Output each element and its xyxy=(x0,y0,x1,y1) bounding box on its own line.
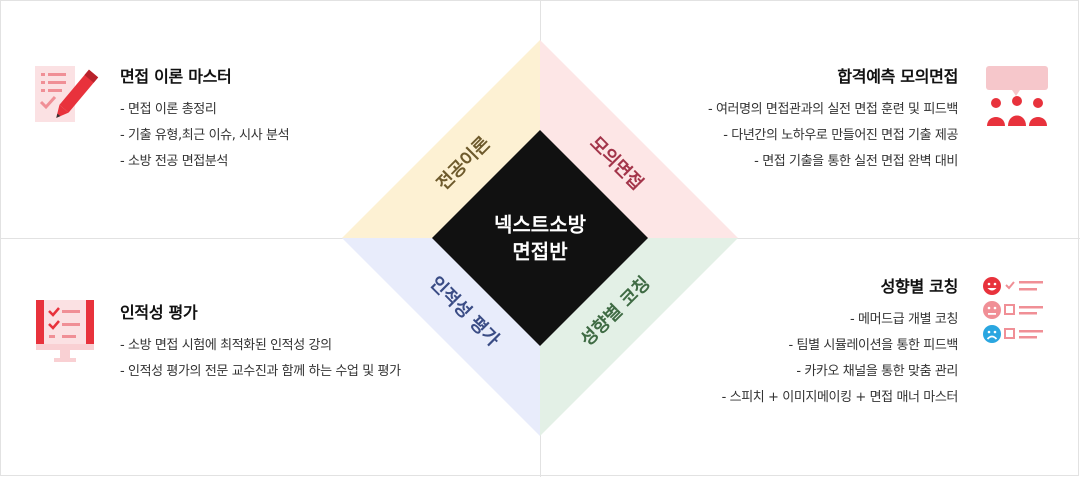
list-item: - 카카오 채널을 통한 맞춤 관리 xyxy=(796,364,958,379)
section-list: - 소방 면접 시험에 최적화된 인적성 강의 - 인적성 평가의 전문 교수진… xyxy=(120,333,450,382)
list-item: - 면접 이론 총정리 xyxy=(120,102,217,117)
section-list: - 면접 이론 총정리 - 기출 유형,최근 이슈, 시사 분석 - 소방 전공… xyxy=(120,97,450,175)
section-title: 성향별 코칭 xyxy=(880,277,959,296)
list-item: - 메머드급 개별 코칭 xyxy=(850,312,958,327)
section-title: 면접 이론 마스터 xyxy=(120,67,232,86)
list-item: - 여러명의 면접관과의 실전 면접 훈련 및 피드백 xyxy=(707,102,958,117)
section-title: 인적성 평가 xyxy=(120,303,198,322)
section-list: - 여러명의 면접관과의 실전 면접 훈련 및 피드백 - 다년간의 노하우로 … xyxy=(598,97,958,175)
section-title: 합격예측 모의면접 xyxy=(837,67,958,86)
emoji-feedback-icon xyxy=(982,276,1048,346)
list-item: - 스피치 + 이미지메이킹 + 면접 매너 마스터 xyxy=(721,390,959,405)
list-item: - 면접 기출을 통한 실전 면접 완벽 대비 xyxy=(754,154,958,169)
center-title-line1: 넥스트소방 xyxy=(494,213,587,237)
list-item: - 팀별 시뮬레이션을 통한 피드백 xyxy=(788,338,958,353)
list-item: - 다년간의 노하우로 만들어진 면접 기출 제공 xyxy=(723,128,958,143)
center-diamond xyxy=(432,130,648,346)
center-title-line2: 면접반 xyxy=(512,240,568,264)
speech-bubbles-group-icon xyxy=(986,64,1050,128)
section-mock-interview: 합격예측 모의면접 - 여러명의 면접관과의 실전 면접 훈련 및 피드백 - … xyxy=(598,63,958,175)
monitor-checklist-icon xyxy=(34,298,100,366)
checklist-pencil-icon xyxy=(33,64,99,128)
program-diamond: 전공이론 모의면접 인적성 평가 성향별 코칭 넥스트소방 면접반 xyxy=(342,40,738,436)
section-personality-coaching: 성향별 코칭 - 메머드급 개별 코칭 - 팀별 시뮬레이션을 통한 피드백 -… xyxy=(598,273,959,411)
list-item: - 소방 전공 면접분석 xyxy=(120,154,228,169)
section-list: - 메머드급 개별 코칭 - 팀별 시뮬레이션을 통한 피드백 - 카카오 채널… xyxy=(598,307,959,411)
list-item: - 인적성 평가의 전문 교수진과 함께 하는 수업 및 평가 xyxy=(120,364,401,379)
section-aptitude-evaluation: 인적성 평가 - 소방 면접 시험에 최적화된 인적성 강의 - 인적성 평가의… xyxy=(120,299,450,382)
section-theory-master: 면접 이론 마스터 - 면접 이론 총정리 - 기출 유형,최근 이슈, 시사 … xyxy=(120,63,450,175)
list-item: - 소방 면접 시험에 최적화된 인적성 강의 xyxy=(120,338,332,353)
list-item: - 기출 유형,최근 이슈, 시사 분석 xyxy=(120,128,290,143)
